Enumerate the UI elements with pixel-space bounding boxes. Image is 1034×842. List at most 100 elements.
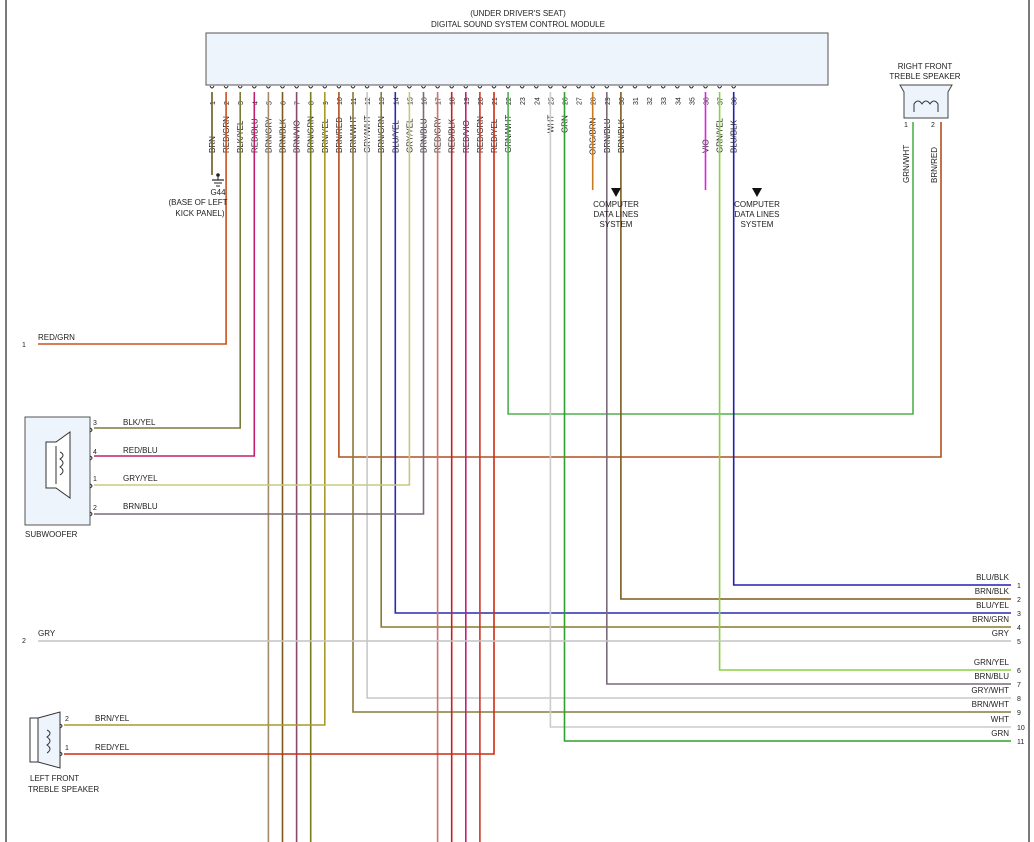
right-conn-pin: 4 — [1017, 625, 1021, 632]
sub-label2: BRN/BLU — [123, 502, 158, 511]
pin-number: 31 — [633, 97, 640, 105]
pin-terminal — [519, 85, 525, 89]
cdl1-l2: DATA LINES — [593, 210, 638, 219]
speaker-icon — [37, 711, 61, 769]
wire-pin-14 — [394, 92, 1011, 614]
ground-name: G44 — [210, 188, 226, 197]
wire-pin-26 — [563, 92, 1011, 742]
pin-terminal — [265, 85, 271, 89]
pin-number: 9 — [323, 101, 330, 105]
pin-number: 35 — [689, 97, 696, 105]
right-conn-label: GRY/WHT — [971, 686, 1009, 695]
pin-terminal — [322, 85, 328, 89]
cdl2-l1: COMPUTER — [734, 200, 780, 209]
pin-number: 4 — [252, 101, 259, 105]
pin-number: 30 — [619, 97, 626, 105]
pin-number: 6 — [281, 101, 288, 105]
rfs-label1: GRN/WHT — [902, 145, 911, 183]
pin-number: 13 — [379, 97, 386, 105]
left-front-treble-speaker: 2 BRN/YEL 1 RED/YEL LEFT FRONT TREBLE SP… — [28, 711, 130, 794]
pin-number: 38 — [732, 97, 739, 105]
cdl2-l2: DATA LINES — [734, 210, 779, 219]
pin-terminal — [660, 85, 666, 89]
ground-loc-1: (BASE OF LEFT — [168, 198, 227, 207]
pin-number: 22 — [506, 97, 513, 105]
pin-number: 29 — [605, 97, 612, 105]
pin-number: 5 — [266, 101, 273, 105]
right-conn-pin: 10 — [1017, 725, 1025, 732]
pin-terminal — [491, 85, 497, 89]
pin-terminal — [308, 85, 314, 89]
speaker-icon — [45, 431, 71, 499]
wire-pin-2 — [38, 92, 227, 345]
pin-terminal — [378, 85, 384, 89]
right-conn-pin: 1 — [1017, 583, 1021, 590]
sub-label3: BLK/YEL — [123, 418, 156, 427]
pin-number: 23 — [520, 97, 527, 105]
right-conn-label: BRN/BLU — [974, 672, 1009, 681]
wire-pin-25 — [549, 92, 1011, 728]
wire-pin-37 — [718, 92, 1011, 671]
right-conn-pin: 8 — [1017, 696, 1021, 703]
pin-number: 21 — [492, 97, 499, 105]
pin-terminal — [547, 85, 553, 89]
pin-terminal — [364, 85, 370, 89]
lfs-pin2: 2 — [65, 716, 69, 723]
pin-terminal — [463, 85, 469, 89]
sub-pin3: 3 — [93, 420, 97, 427]
right-conn-pin: 11 — [1017, 739, 1024, 746]
pin-terminal — [618, 85, 624, 89]
rfs-label2: BRN/RED — [930, 147, 939, 183]
sub-pin1: 1 — [93, 476, 97, 483]
pin-terminal — [688, 85, 694, 89]
pin-terminal — [406, 85, 412, 89]
wire-pin-15 — [94, 92, 411, 486]
rfs-pin1: 1 — [904, 122, 908, 129]
wire-pin-12 — [366, 92, 1011, 699]
pin-terminal — [731, 85, 737, 89]
pin-number: 15 — [407, 97, 414, 105]
rfs-title-1: RIGHT FRONT — [898, 62, 953, 71]
pin-number: 26 — [563, 97, 570, 105]
left-conn1-pin: 1 — [22, 342, 26, 349]
subwoofer-label: SUBWOOFER — [25, 530, 78, 539]
wire-pin-13 — [380, 92, 1011, 628]
sub-pin4: 4 — [93, 449, 97, 456]
pin-number: 11 — [351, 98, 358, 105]
lfs-title-1: LEFT FRONT — [30, 774, 79, 783]
pin-number: 25 — [548, 97, 555, 105]
pin-number: 20 — [478, 97, 485, 105]
sub-label4: RED/BLU — [123, 446, 158, 455]
pin-number: 17 — [436, 97, 443, 105]
pin-number: 24 — [534, 97, 541, 105]
wire-pin-29 — [606, 92, 1011, 685]
right-conn-label: GRN/YEL — [974, 658, 1010, 667]
right-conn-label: BLU/YEL — [976, 601, 1009, 610]
pin-terminal — [449, 85, 455, 89]
pin-number: 34 — [675, 97, 682, 105]
wire-pin-22 — [507, 92, 914, 415]
wire-pin-30 — [620, 92, 1011, 600]
arrow-down-icon — [611, 188, 621, 197]
pin-number: 37 — [718, 97, 725, 105]
lfs-title-2: TREBLE SPEAKER — [28, 785, 99, 794]
right-conn-label: BRN/WHT — [972, 700, 1009, 709]
pin-number: 33 — [661, 97, 668, 105]
right-conn-label: GRN — [991, 729, 1009, 738]
pin-terminal — [350, 85, 356, 89]
pin-terminal — [237, 85, 243, 89]
ground-g44: G44 (BASE OF LEFT KICK PANEL) — [168, 173, 228, 218]
rfs-pin2: 2 — [931, 122, 935, 129]
right-conn-label: BLU/BLK — [976, 573, 1010, 582]
right-conn-label: BRN/GRN — [972, 615, 1009, 624]
pin-number: 14 — [393, 97, 400, 105]
right-conn-pin: 2 — [1017, 597, 1021, 604]
pin-terminal — [336, 85, 342, 89]
right-conn-label: WHT — [991, 715, 1009, 724]
module-title: DIGITAL SOUND SYSTEM CONTROL MODULE — [431, 20, 605, 29]
wire-pin-10 — [338, 92, 942, 458]
pin-terminal — [562, 85, 567, 89]
control-module-box — [205, 32, 829, 86]
pin-number: 36 — [704, 97, 711, 105]
